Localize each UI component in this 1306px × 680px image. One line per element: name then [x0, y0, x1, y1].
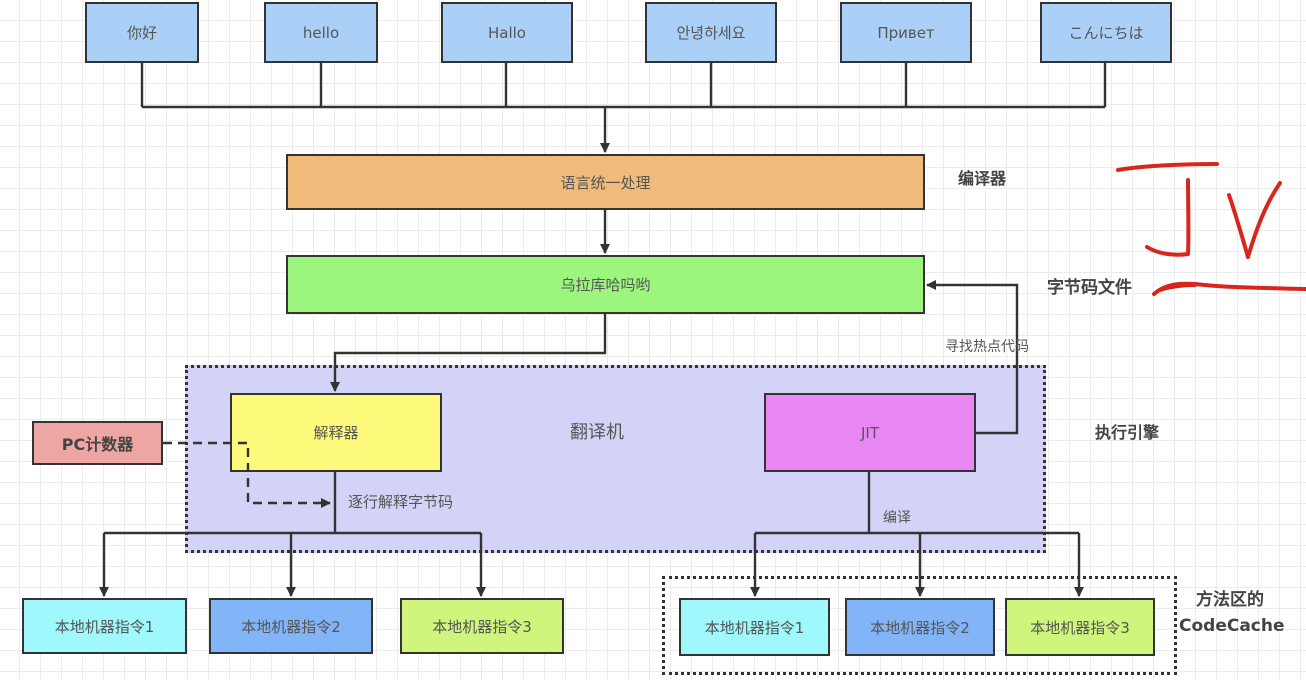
annotation-j-top — [1116, 162, 1219, 172]
output-label: 本地机器指令2 — [241, 617, 341, 636]
code-cache-label-line2: CodeCache — [1179, 616, 1285, 636]
jit-output-2: 本地机器指令2 — [845, 598, 995, 656]
interpreter-label: 解释器 — [313, 424, 359, 442]
language-box-chinese: 你好 — [85, 2, 199, 63]
output-label: 本地机器指令2 — [870, 618, 970, 637]
annotation-underline-stroke2 — [1158, 283, 1197, 292]
interpreter-output-3: 本地机器指令3 — [400, 598, 564, 654]
language-label: 你好 — [126, 24, 157, 42]
interpreter-box: 解释器 — [230, 393, 442, 472]
output-label: 本地机器指令1 — [704, 618, 805, 637]
interpreter-output-2: 本地机器指令2 — [209, 598, 373, 654]
annotation-v — [1227, 181, 1282, 259]
language-label: こんにちは — [1068, 24, 1144, 42]
jit-output-1: 本地机器指令1 — [679, 598, 830, 656]
jit-box: JIT — [764, 393, 976, 472]
language-box-russian: Привет — [840, 2, 972, 63]
output-label: 本地机器指令3 — [432, 617, 532, 636]
language-box-english: hello — [264, 2, 378, 63]
interpret-edge-label: 逐行解释字节码 — [348, 493, 454, 511]
bytecode-side-label: 字节码文件 — [1047, 278, 1132, 298]
execution-engine-side-label: 执行引擎 — [1095, 423, 1160, 442]
language-label: Привет — [877, 23, 935, 42]
language-label: 안녕하세요 — [676, 24, 746, 42]
output-label: 本地机器指令1 — [54, 617, 155, 636]
pc-counter-box: PC计数器 — [32, 421, 163, 465]
interpreter-output-1: 本地机器指令1 — [22, 598, 187, 654]
pc-counter-label: PC计数器 — [61, 435, 134, 454]
compiler-box: 语言统一处理 — [286, 154, 925, 210]
bytecode-box-label: 乌拉库哈吗哟 — [560, 276, 651, 294]
red-jv-annotation — [1116, 162, 1306, 296]
compile-edge-label: 编译 — [883, 510, 911, 526]
translator-label: 翻译机 — [570, 422, 624, 443]
language-label: hello — [302, 23, 340, 42]
hotspot-edge-label: 寻找热点代码 — [945, 339, 1029, 355]
annotation-underline — [1152, 281, 1306, 296]
language-box-german: Hallo — [441, 2, 573, 63]
language-box-japanese: こんにちは — [1040, 2, 1172, 63]
bytecode-box: 乌拉库哈吗哟 — [286, 255, 925, 314]
jit-label: JIT — [860, 423, 879, 442]
language-box-korean: 안녕하세요 — [645, 2, 777, 63]
language-label: Hallo — [488, 23, 526, 42]
compiler-side-label: 编译器 — [958, 169, 1007, 188]
code-cache-label-line1: 方法区的 — [1196, 590, 1264, 610]
jit-output-3: 本地机器指令3 — [1005, 598, 1155, 656]
compiler-box-label: 语言统一处理 — [560, 173, 651, 192]
annotation-j-stem — [1145, 178, 1191, 257]
output-label: 本地机器指令3 — [1030, 618, 1130, 637]
